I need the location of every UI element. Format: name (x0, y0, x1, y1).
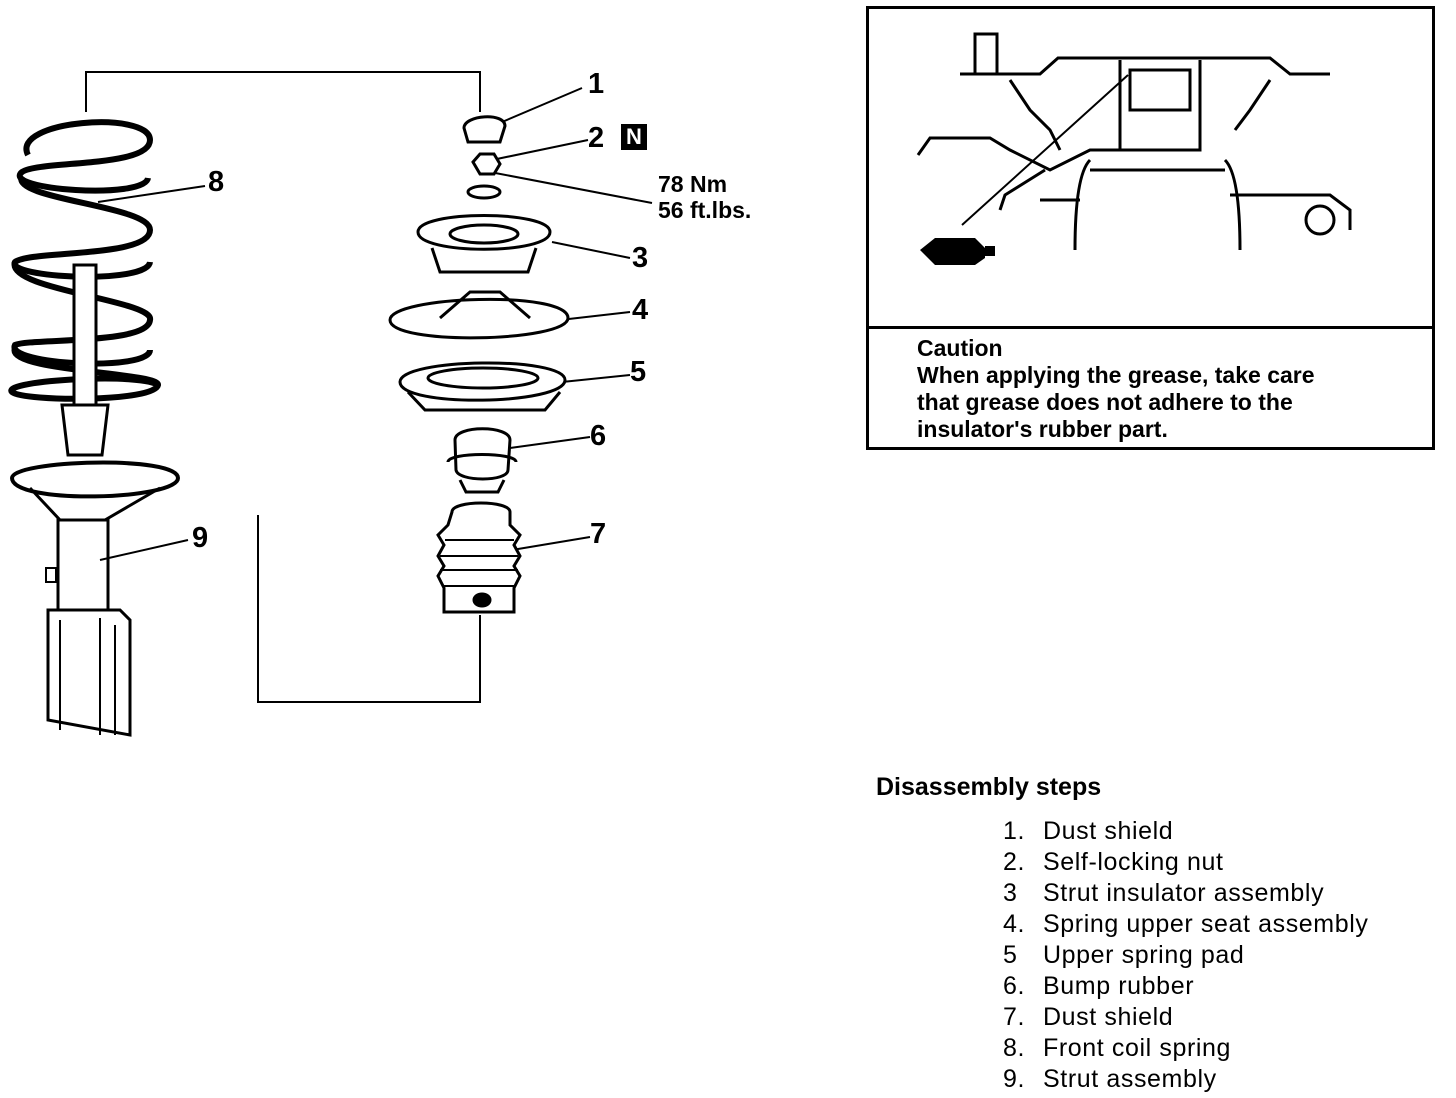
grease-tube-icon (920, 238, 995, 265)
inset-strut-tower-drawing (916, 32, 1352, 251)
step-item: 9. Strut assembly (1003, 1064, 1369, 1095)
callout-5: 5 (630, 356, 647, 388)
step-item: 7. Dust shield (1003, 1002, 1369, 1033)
assembly-bracket-line-bottom (257, 515, 481, 703)
step-item: 2. Self-locking nut (1003, 847, 1369, 878)
step-item: 4. Spring upper seat assembly (1003, 909, 1369, 940)
part-strut-insulator (416, 214, 552, 274)
leader-line-8 (97, 185, 206, 203)
step-number: 8. (1003, 1034, 1026, 1062)
caution-line: insulator's rubber part. (917, 416, 1168, 442)
step-label: Dust shield (1043, 1003, 1174, 1031)
step-label: Spring upper seat assembly (1043, 910, 1369, 938)
step-number: 3 (1003, 879, 1018, 907)
step-label: Dust shield (1043, 817, 1174, 845)
part-spring-upper-seat (388, 290, 570, 340)
caution-title: Caution (917, 335, 1003, 361)
caution-line: When applying the grease, take care (917, 362, 1315, 388)
caution-line: that grease does not adhere to the (917, 389, 1293, 415)
callout-3: 3 (632, 242, 649, 274)
leader-line-7 (511, 536, 591, 551)
step-number: 4. (1003, 910, 1026, 938)
step-number: 9. (1003, 1065, 1026, 1093)
part-dust-boot (436, 501, 522, 614)
part-upper-spring-pad (398, 361, 567, 412)
callout-6: 6 (590, 420, 607, 452)
step-label: Bump rubber (1043, 972, 1195, 1000)
leader-line-6 (509, 436, 591, 449)
callout-1: 1 (588, 68, 605, 100)
step-number: 1. (1003, 817, 1026, 845)
leader-line-3 (551, 241, 631, 259)
step-item: 8. Front coil spring (1003, 1033, 1369, 1064)
step-item: 3 Strut insulator assembly (1003, 878, 1369, 909)
caution-divider (869, 326, 1432, 329)
part-self-locking-nut (471, 152, 502, 176)
callout-9: 9 (192, 522, 209, 554)
step-label: Strut insulator assembly (1043, 879, 1325, 907)
leader-line-1 (494, 87, 583, 126)
step-number: 5 (1003, 941, 1018, 969)
step-label: Upper spring pad (1043, 941, 1245, 969)
part-washer (466, 184, 502, 200)
step-item: 1. Dust shield (1003, 816, 1369, 847)
step-label: Self-locking nut (1043, 848, 1224, 876)
assembly-bracket-line (85, 71, 481, 112)
step-number: 2. (1003, 848, 1026, 876)
callout-4: 4 (632, 294, 649, 326)
torque-ftlbs: 56 ft.lbs. (658, 197, 752, 223)
torque-nm: 78 Nm (658, 171, 728, 197)
callout-7: 7 (590, 518, 607, 550)
step-number: 6. (1003, 972, 1026, 1000)
leader-line-5 (561, 374, 631, 383)
leader-line-2 (491, 139, 589, 161)
steps-title: Disassembly steps (876, 773, 1102, 801)
step-label: Strut assembly (1043, 1065, 1217, 1093)
caution-panel: Caution When applying the grease, take c… (866, 6, 1435, 450)
strut-assembly (9, 263, 181, 737)
caution-note: Caution When applying the grease, take c… (917, 335, 1417, 443)
part-bump-rubber (446, 427, 518, 494)
leader-line-torque (489, 171, 653, 204)
step-label: Front coil spring (1043, 1034, 1232, 1062)
part-dust-shield-cap (462, 115, 507, 144)
callout-8: 8 (208, 166, 225, 198)
step-item: 6. Bump rubber (1003, 971, 1369, 1002)
callout-2: 2 (588, 122, 605, 154)
replace-part-badge: N (621, 124, 647, 150)
leader-line-9 (99, 539, 189, 561)
leader-line-4 (559, 311, 631, 321)
step-item: 5 Upper spring pad (1003, 940, 1369, 971)
step-number: 7. (1003, 1003, 1026, 1031)
torque-spec: 78 Nm 56 ft.lbs. (658, 171, 751, 223)
